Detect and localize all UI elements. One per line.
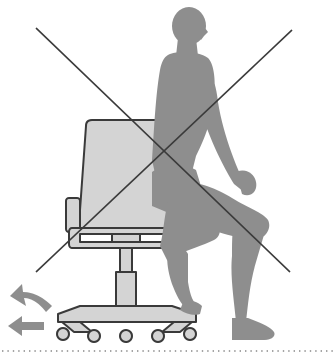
chair-left-armrest <box>66 198 80 232</box>
chair-caster-3 <box>120 330 132 342</box>
straight-arrow-icon <box>8 316 44 336</box>
chair-seat-slot <box>112 234 140 242</box>
curved-arrow-icon <box>10 284 52 312</box>
person-front-foot <box>232 318 275 340</box>
chair-gas-column <box>120 248 132 272</box>
person-back-shin <box>167 247 196 310</box>
chair-caster-2 <box>88 330 100 342</box>
chair-caster-5 <box>184 328 196 340</box>
standing-person-silhouette <box>152 7 275 340</box>
backward-roll-arrows-icon <box>8 284 52 336</box>
chair-caster-1 <box>57 328 69 340</box>
person-front-shin <box>231 212 266 322</box>
person-hand <box>236 170 256 195</box>
chair-column-base <box>116 272 136 306</box>
chair-star-base <box>58 306 196 322</box>
chair-caster-4 <box>152 330 164 342</box>
